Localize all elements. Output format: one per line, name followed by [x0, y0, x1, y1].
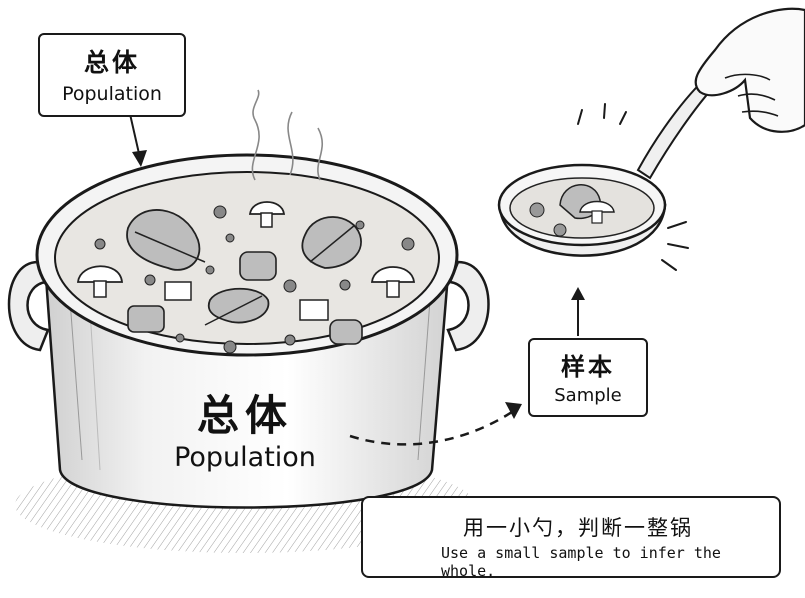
ladle-illustration	[497, 68, 724, 257]
chunks	[127, 251, 363, 345]
garnish	[94, 205, 415, 354]
pot-label-en: Population	[174, 442, 316, 473]
soup-contents	[77, 201, 415, 354]
insight-note-en: Use a small sample to infer the whole.	[441, 544, 721, 580]
sample-callout-title-zh: 样本	[561, 353, 615, 381]
dashed-arrow	[349, 402, 522, 446]
population-callout-title-zh: 总体	[83, 48, 140, 77]
sample-callout-title-en: Sample	[554, 385, 622, 406]
insight-note-zh: 用一小勺，判断一整锅	[463, 516, 693, 540]
mushrooms	[77, 201, 415, 298]
bok-choy	[126, 209, 362, 326]
steam-lines	[251, 89, 323, 181]
sparkle-lines	[577, 103, 689, 271]
callout-pointer	[129, 113, 147, 167]
population-callout-title-en: Population	[62, 83, 162, 105]
sample-pointer	[571, 287, 585, 336]
insight-note: 用一小勺，判断一整锅 Use a small sample to infer t…	[361, 496, 781, 580]
hand-illustration	[694, 7, 805, 133]
pot-label-zh: 总体	[196, 391, 293, 440]
population-callout: 总体 Population	[38, 33, 186, 117]
sample-callout: 样本 Sample	[528, 338, 648, 417]
pot-label: 总体 Population	[150, 392, 340, 476]
